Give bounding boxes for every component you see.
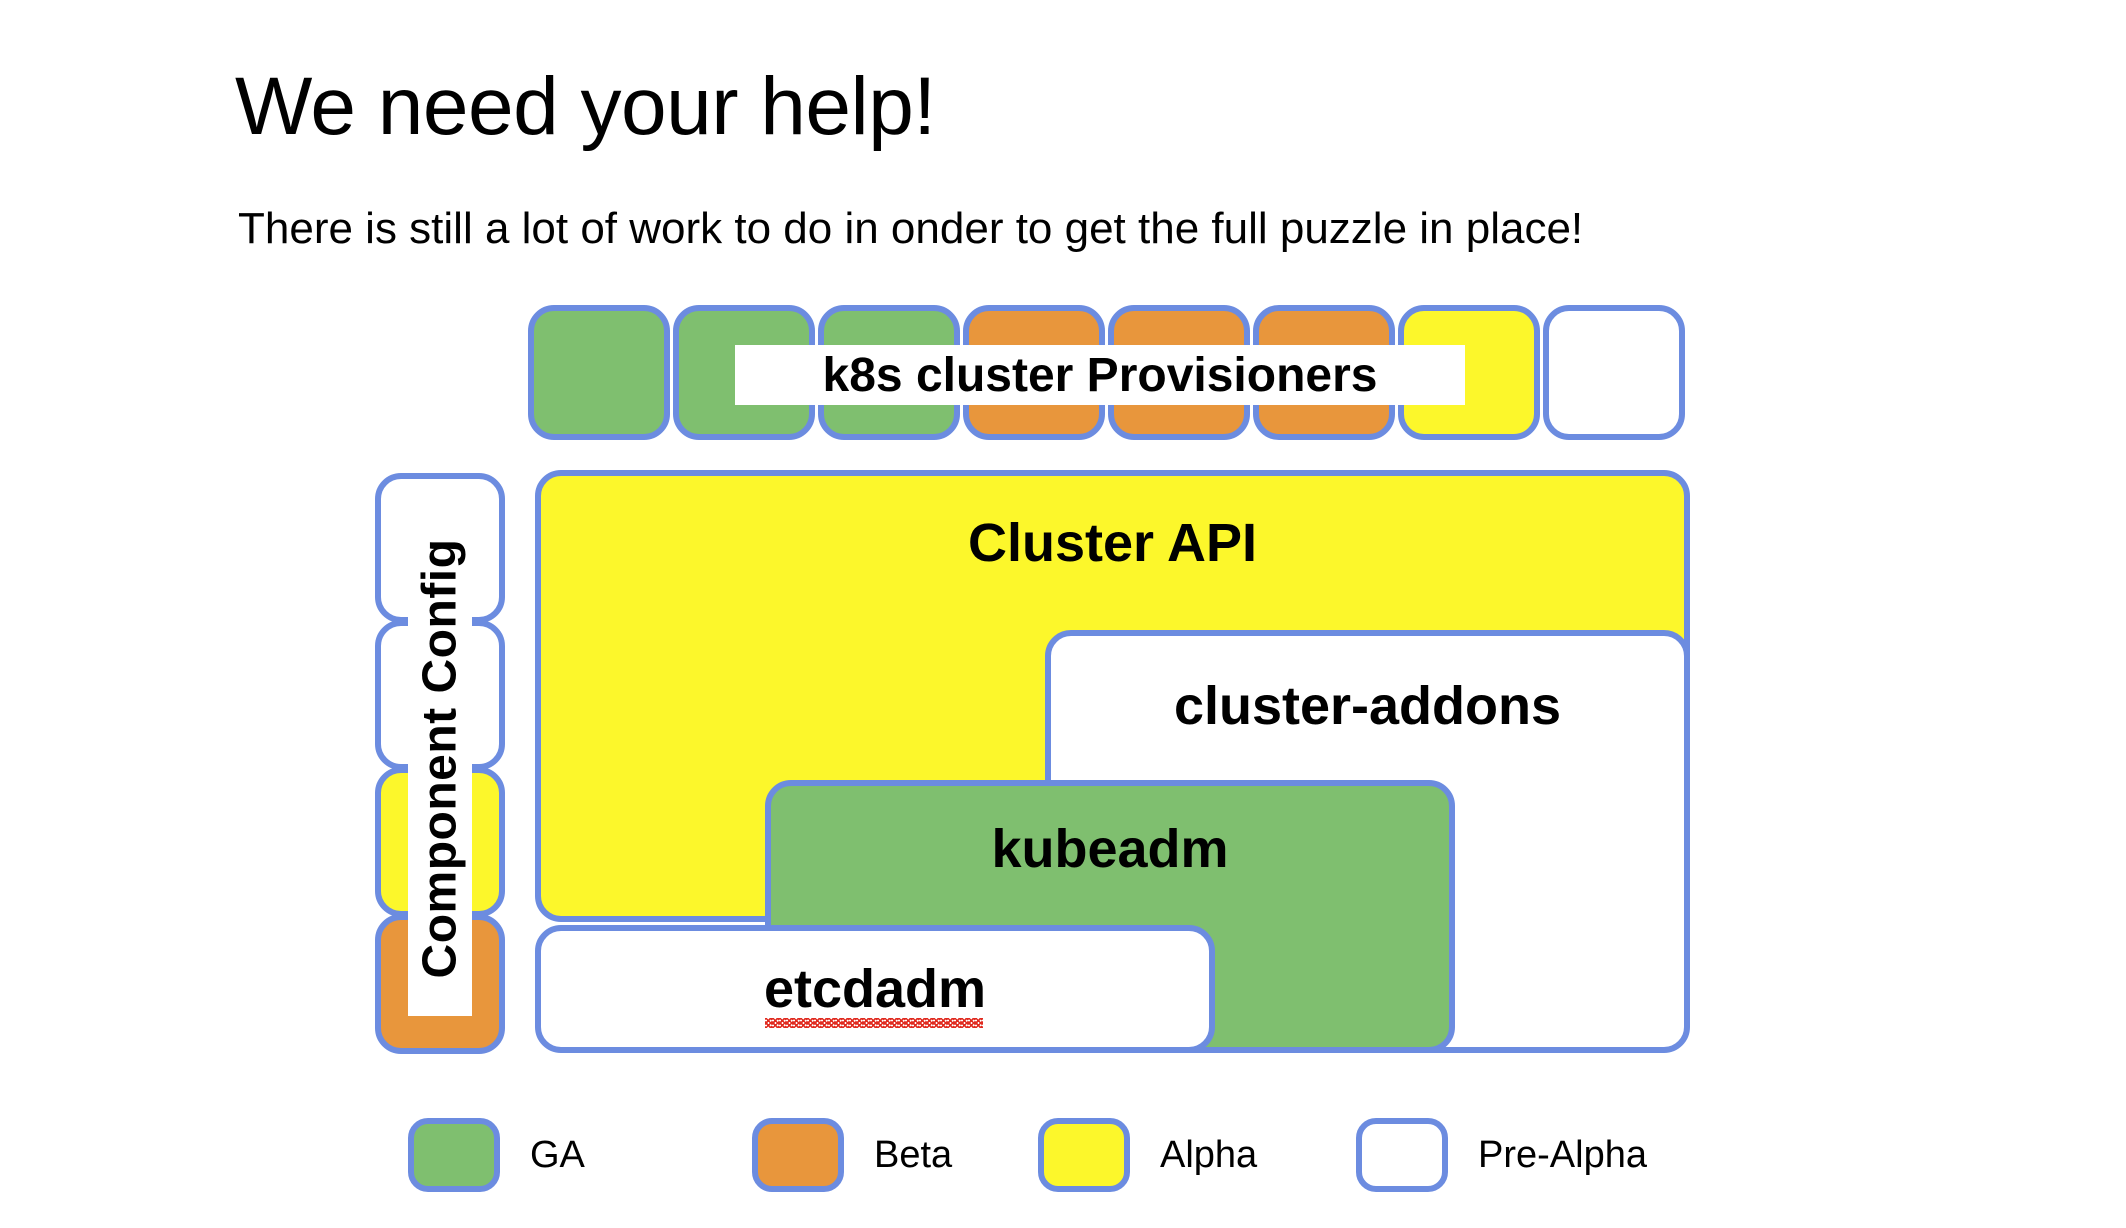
- provisioner-tile-8[interactable]: [1543, 305, 1685, 440]
- provisioner-tile-1[interactable]: [528, 305, 670, 440]
- legend-label-ga: GA: [530, 1134, 585, 1176]
- etcdadm-label: etcdadm: [763, 959, 987, 1019]
- cluster-addons-label: cluster-addons: [1173, 676, 1562, 736]
- kubeadm-label: kubeadm: [991, 819, 1229, 879]
- legend-swatch-beta: [752, 1118, 844, 1192]
- legend-label-prealpha: Pre-Alpha: [1478, 1134, 1647, 1176]
- page-title: We need your help!: [235, 60, 936, 152]
- cluster-api-label: Cluster API: [967, 513, 1258, 573]
- legend-swatch-prealpha: [1356, 1118, 1448, 1192]
- legend-label-alpha: Alpha: [1160, 1134, 1258, 1176]
- provisioners-label: k8s cluster Provisioners: [735, 345, 1465, 405]
- page-subtitle: There is still a lot of work to do in on…: [238, 204, 1584, 253]
- legend-swatch-ga: [408, 1118, 500, 1192]
- component-config-label: Component Config: [408, 500, 472, 1016]
- etcdadm-box[interactable]: [535, 925, 1215, 1053]
- legend-swatch-alpha: [1038, 1118, 1130, 1192]
- legend-label-beta: Beta: [874, 1134, 953, 1176]
